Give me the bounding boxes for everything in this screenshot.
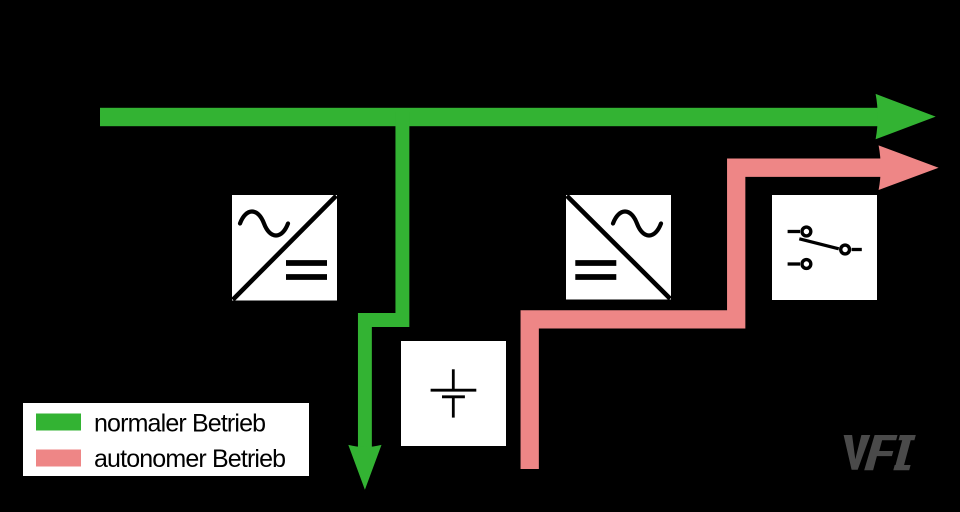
svg-text:normaler Betrieb: normaler Betrieb [94,410,265,438]
svg-text:autonomer Betrieb: autonomer Betrieb [94,445,285,473]
